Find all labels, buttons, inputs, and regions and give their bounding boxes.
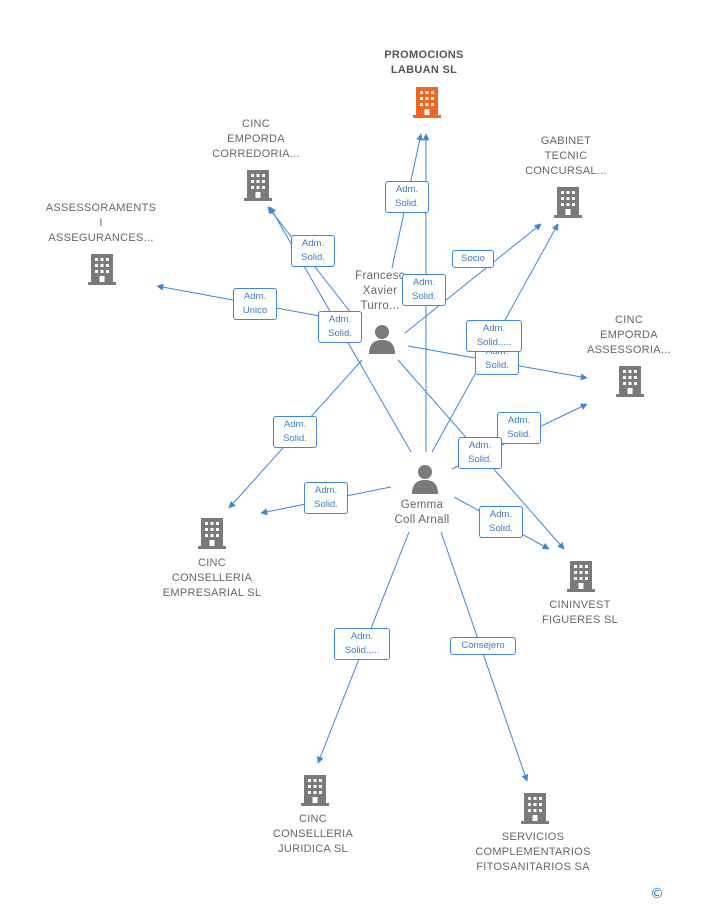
node-label: CINC CONSELLERIA JURIDICA SL [272, 813, 354, 855]
brand-initial: € [650, 902, 660, 905]
edge-label[interactable]: Adm. Unico [233, 288, 277, 320]
edge-label[interactable]: Socio [452, 250, 494, 268]
building-icon [616, 366, 644, 397]
building-icon [554, 187, 582, 218]
node-label: CININVEST FIGUERES SL [541, 599, 619, 626]
node-label: SERVICIOS COMPLEMENTARIOS FITOSANITARIOS… [475, 831, 591, 873]
building-icon [244, 170, 272, 201]
edge-label[interactable]: Adm. Solid. [318, 311, 362, 343]
edge-gemma-servicios [440, 531, 529, 782]
node-label: CINC EMPORDA ASSESSORIA... [587, 314, 671, 356]
node-label: Gemma Coll Arnall [394, 499, 450, 526]
node-label: CINC CONSELLERIA EMPRESARIAL SL [162, 557, 262, 599]
node-label: GABINET TECNIC CONCURSAL... [525, 135, 607, 177]
building-icon [88, 254, 116, 285]
person-icon [369, 325, 395, 354]
building-icon [198, 518, 226, 549]
copyright-symbol: © [650, 886, 664, 902]
edge-label[interactable]: Adm. Solid. [402, 274, 446, 306]
edge-label[interactable]: Adm. Solid. [385, 181, 429, 213]
edge-label[interactable]: Adm. Solid. [291, 235, 335, 267]
edge-francesc-gabinet [404, 223, 542, 334]
edge-label[interactable]: Consejero [450, 637, 516, 655]
edge-label[interactable]: Adm. Solid. [479, 506, 523, 538]
edge-label[interactable]: Adm. Solid. [273, 416, 317, 448]
building-icon [567, 561, 595, 592]
building-icon [413, 87, 441, 118]
edge-label[interactable]: Adm. Solid. [497, 412, 541, 444]
node-label: Francesc Xavier Turro... [355, 270, 405, 312]
edge-label[interactable]: Adm. Solid.,... [466, 320, 522, 352]
node-label: PROMOCIONS LABUAN SL [384, 49, 464, 76]
node-label: ASSESSORAMENTS I ASSEGURANCES... [45, 202, 157, 244]
edge-label[interactable]: Adm. Solid. [304, 482, 348, 514]
node-label: CINC EMPORDA CORREDORIA... [212, 118, 300, 160]
edge-label[interactable]: Adm. Solid. [458, 437, 502, 469]
building-icon [301, 775, 329, 806]
person-icon [412, 465, 438, 494]
building-icon [521, 793, 549, 824]
edge-label[interactable]: Adm. Solid.,... [334, 628, 390, 660]
empresia-watermark: © €mpresia [650, 886, 728, 905]
